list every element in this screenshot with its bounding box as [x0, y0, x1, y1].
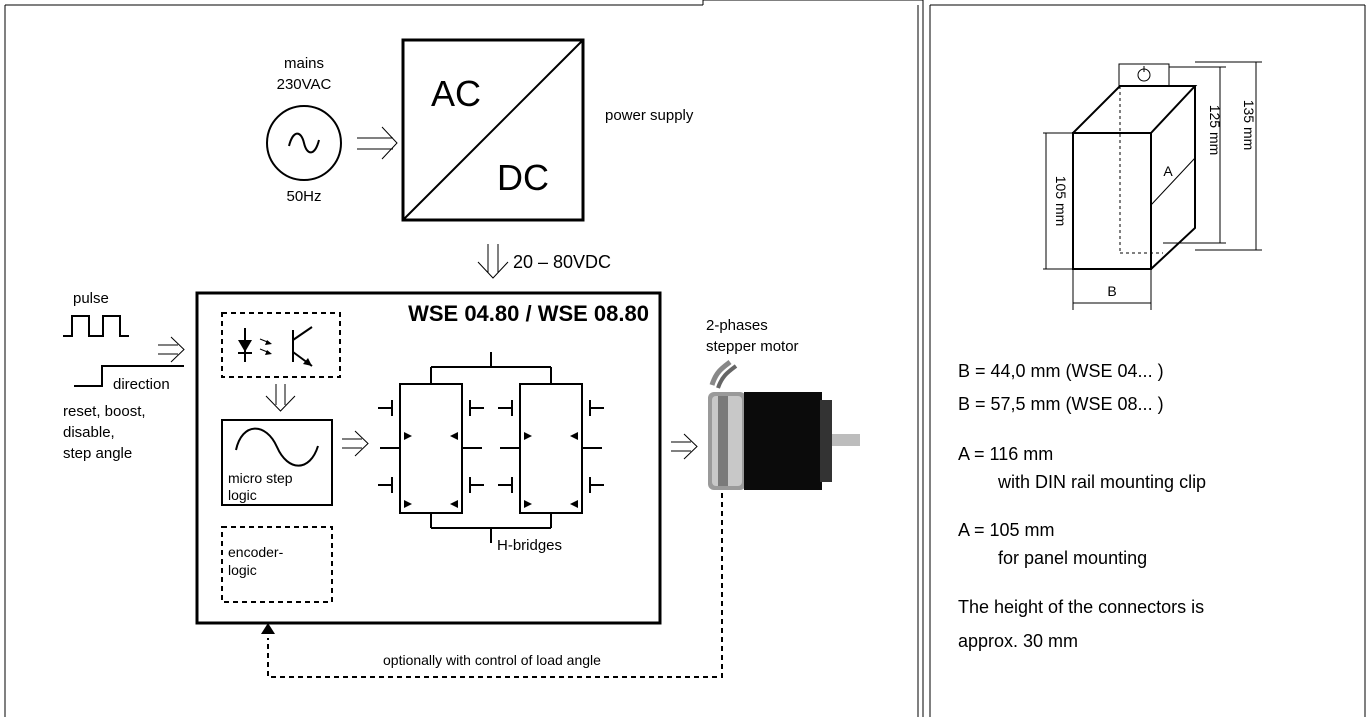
dim-b-label: B	[1107, 283, 1116, 299]
dc-voltage-label: 20 – 80VDC	[513, 252, 611, 272]
spec-b-wse08: B = 57,5 mm (WSE 08... )	[958, 394, 1164, 414]
ac-label: AC	[431, 73, 481, 114]
h-bridges-circuit	[378, 352, 604, 543]
spec-a-din-note: with DIN rail mounting clip	[997, 472, 1206, 492]
mains-label: mains	[284, 55, 324, 72]
enclosure-drawing	[1043, 61, 1262, 310]
inputs-line-3: step angle	[63, 445, 132, 462]
spec-connectors-line-1: The height of the connectors is	[958, 597, 1204, 617]
motor-line-2: stepper motor	[706, 338, 799, 355]
pulse-waveform	[63, 315, 129, 337]
spec-a-panel: A = 105 mm	[958, 520, 1055, 540]
spec-b-wse04: B = 44,0 mm (WSE 04... )	[958, 361, 1164, 381]
micro-step-line-1: micro step	[228, 470, 293, 486]
load-angle-label: optionally with control of load angle	[383, 652, 601, 668]
stepper-motor-image	[708, 359, 860, 490]
driver-title: WSE 04.80 / WSE 08.80	[408, 301, 649, 326]
inputs-line-2: disable,	[63, 424, 115, 441]
power-supply-label: power supply	[605, 107, 694, 124]
optocoupler-block	[221, 312, 341, 378]
dc-label: DC	[497, 157, 549, 198]
arrow-mains-to-psu	[357, 126, 398, 160]
encoder-logic-box	[221, 526, 333, 603]
arrow-opto-to-microstep	[265, 384, 296, 412]
left-panel-frame	[4, 0, 924, 717]
sine-wave-icon	[235, 427, 319, 467]
spec-a-din: A = 116 mm	[958, 444, 1053, 464]
inputs-line-1: reset, boost,	[63, 403, 146, 420]
motor-line-1: 2-phases	[706, 317, 768, 334]
h-bridges-label: H-bridges	[497, 537, 562, 554]
direction-label: direction	[113, 376, 170, 393]
micro-step-line-2: logic	[228, 487, 257, 503]
dim-a-label: A	[1163, 163, 1173, 179]
driver-box	[195, 291, 662, 625]
dim-105-label: 105 mm	[1053, 176, 1069, 227]
dim-125-label: 125 mm	[1207, 105, 1223, 156]
frequency-label: 50Hz	[286, 188, 321, 205]
feedback-arrow-head	[261, 623, 275, 634]
right-panel-frame	[929, 4, 1366, 717]
arrow-driver-to-motor	[671, 433, 698, 460]
spec-connectors-line-2: approx. 30 mm	[958, 631, 1078, 651]
arrow-psu-to-driver	[477, 244, 509, 279]
encoder-line-2: logic	[228, 562, 257, 578]
pulse-label: pulse	[73, 290, 109, 307]
arrow-microstep-to-bridges	[342, 430, 369, 457]
feedback-line	[267, 493, 723, 678]
power-supply-box	[401, 38, 585, 222]
dim-135-label: 135 mm	[1241, 100, 1257, 151]
ac-source-symbol	[266, 105, 342, 181]
arrow-inputs-to-driver	[158, 336, 185, 363]
encoder-line-1: encoder-	[228, 544, 284, 560]
spec-a-panel-note: for panel mounting	[998, 548, 1147, 568]
voltage-label: 230VAC	[277, 76, 332, 93]
micro-step-logic-box	[221, 419, 333, 506]
